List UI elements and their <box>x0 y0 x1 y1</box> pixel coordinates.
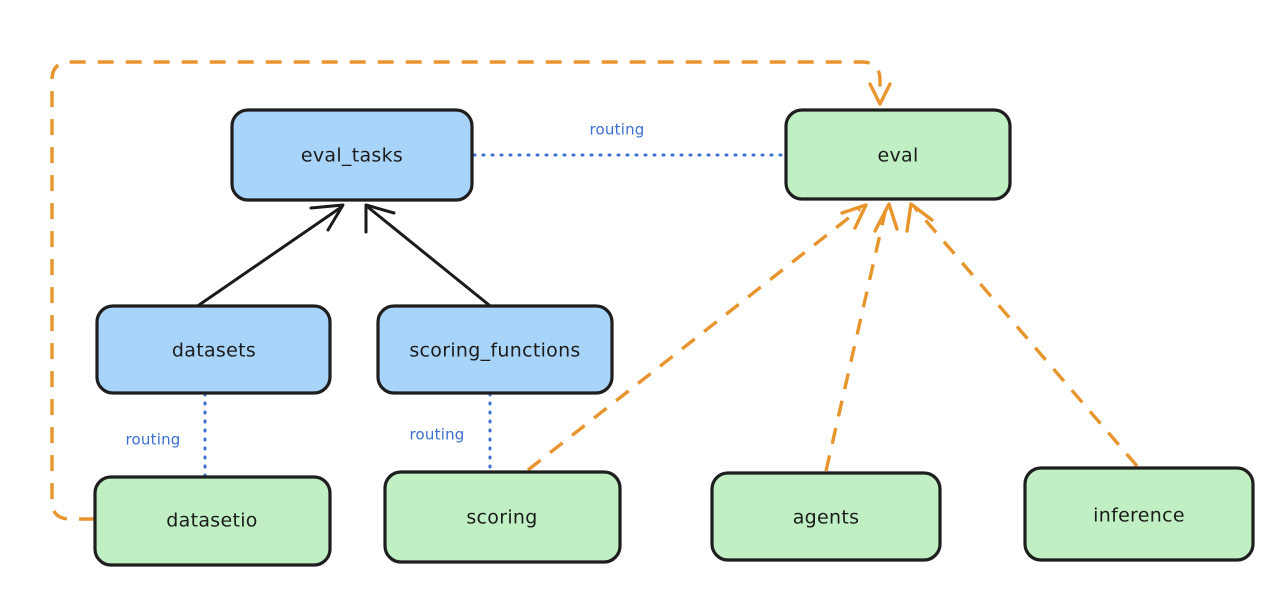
edge-datasetio-to-eval <box>50 60 892 521</box>
edge-inference-to-eval <box>905 202 1139 468</box>
node-datasetio[interactable]: datasetio <box>93 475 332 567</box>
edge-path-scoring_functions-eval_tasks <box>367 206 491 307</box>
node-datasetio-label: datasetio <box>166 510 257 532</box>
edge-datasets-to-eval_tasks <box>197 203 345 307</box>
node-eval[interactable]: eval <box>784 108 1012 201</box>
edge-label-routing-eval_tasks-eval: routing <box>590 121 645 139</box>
node-agents-label: agents <box>793 507 860 529</box>
edge-scoring-to-eval <box>526 203 868 472</box>
node-scoring-shape[interactable] <box>383 470 622 564</box>
edge-path-scoring-eval <box>526 207 862 472</box>
edge-label-routing-scoring_functions-scoring: routing <box>410 426 465 444</box>
edge-scoring_functions-to-eval_tasks <box>364 203 491 307</box>
node-eval_tasks[interactable]: eval_tasks <box>230 108 474 202</box>
node-scoring_functions-label: scoring_functions <box>409 340 580 362</box>
node-agents-shape[interactable] <box>710 471 942 562</box>
node-eval_tasks-shape[interactable] <box>230 108 474 202</box>
arrowhead-scoring_functions-eval_tasks <box>364 203 396 234</box>
node-eval_tasks-label: eval_tasks <box>301 145 403 167</box>
node-eval-shape[interactable] <box>784 108 1012 201</box>
edge-path-agents-eval <box>824 207 888 472</box>
edge-agents-to-eval <box>824 202 899 472</box>
node-inference-label: inference <box>1093 505 1185 527</box>
arrowhead-datasets-eval_tasks <box>309 203 345 232</box>
node-datasets[interactable]: datasets <box>95 304 332 395</box>
arrowhead-datasetio-eval <box>868 82 892 106</box>
node-scoring[interactable]: scoring <box>383 470 622 564</box>
node-datasets-shape[interactable] <box>95 304 332 395</box>
edge-path-inference-eval <box>913 206 1139 468</box>
node-eval-label: eval <box>877 145 918 167</box>
node-scoring_functions[interactable]: scoring_functions <box>376 304 614 395</box>
node-scoring-label: scoring <box>466 507 537 529</box>
edge-label-routing-datasets-datasetio: routing <box>126 431 181 449</box>
edge-path-datasetio-eval <box>50 60 882 521</box>
edge-path-datasets-eval_tasks <box>197 206 342 307</box>
node-scoring_functions-shape[interactable] <box>376 304 614 395</box>
node-datasetio-shape[interactable] <box>93 475 332 567</box>
node-agents[interactable]: agents <box>710 471 942 562</box>
arrowhead-inference-eval <box>905 202 934 233</box>
node-inference[interactable]: inference <box>1023 466 1255 562</box>
node-inference-shape[interactable] <box>1023 466 1255 562</box>
arrowhead-scoring-eval <box>840 203 868 230</box>
arrowhead-agents-eval <box>873 202 899 233</box>
node-datasets-label: datasets <box>172 340 256 362</box>
